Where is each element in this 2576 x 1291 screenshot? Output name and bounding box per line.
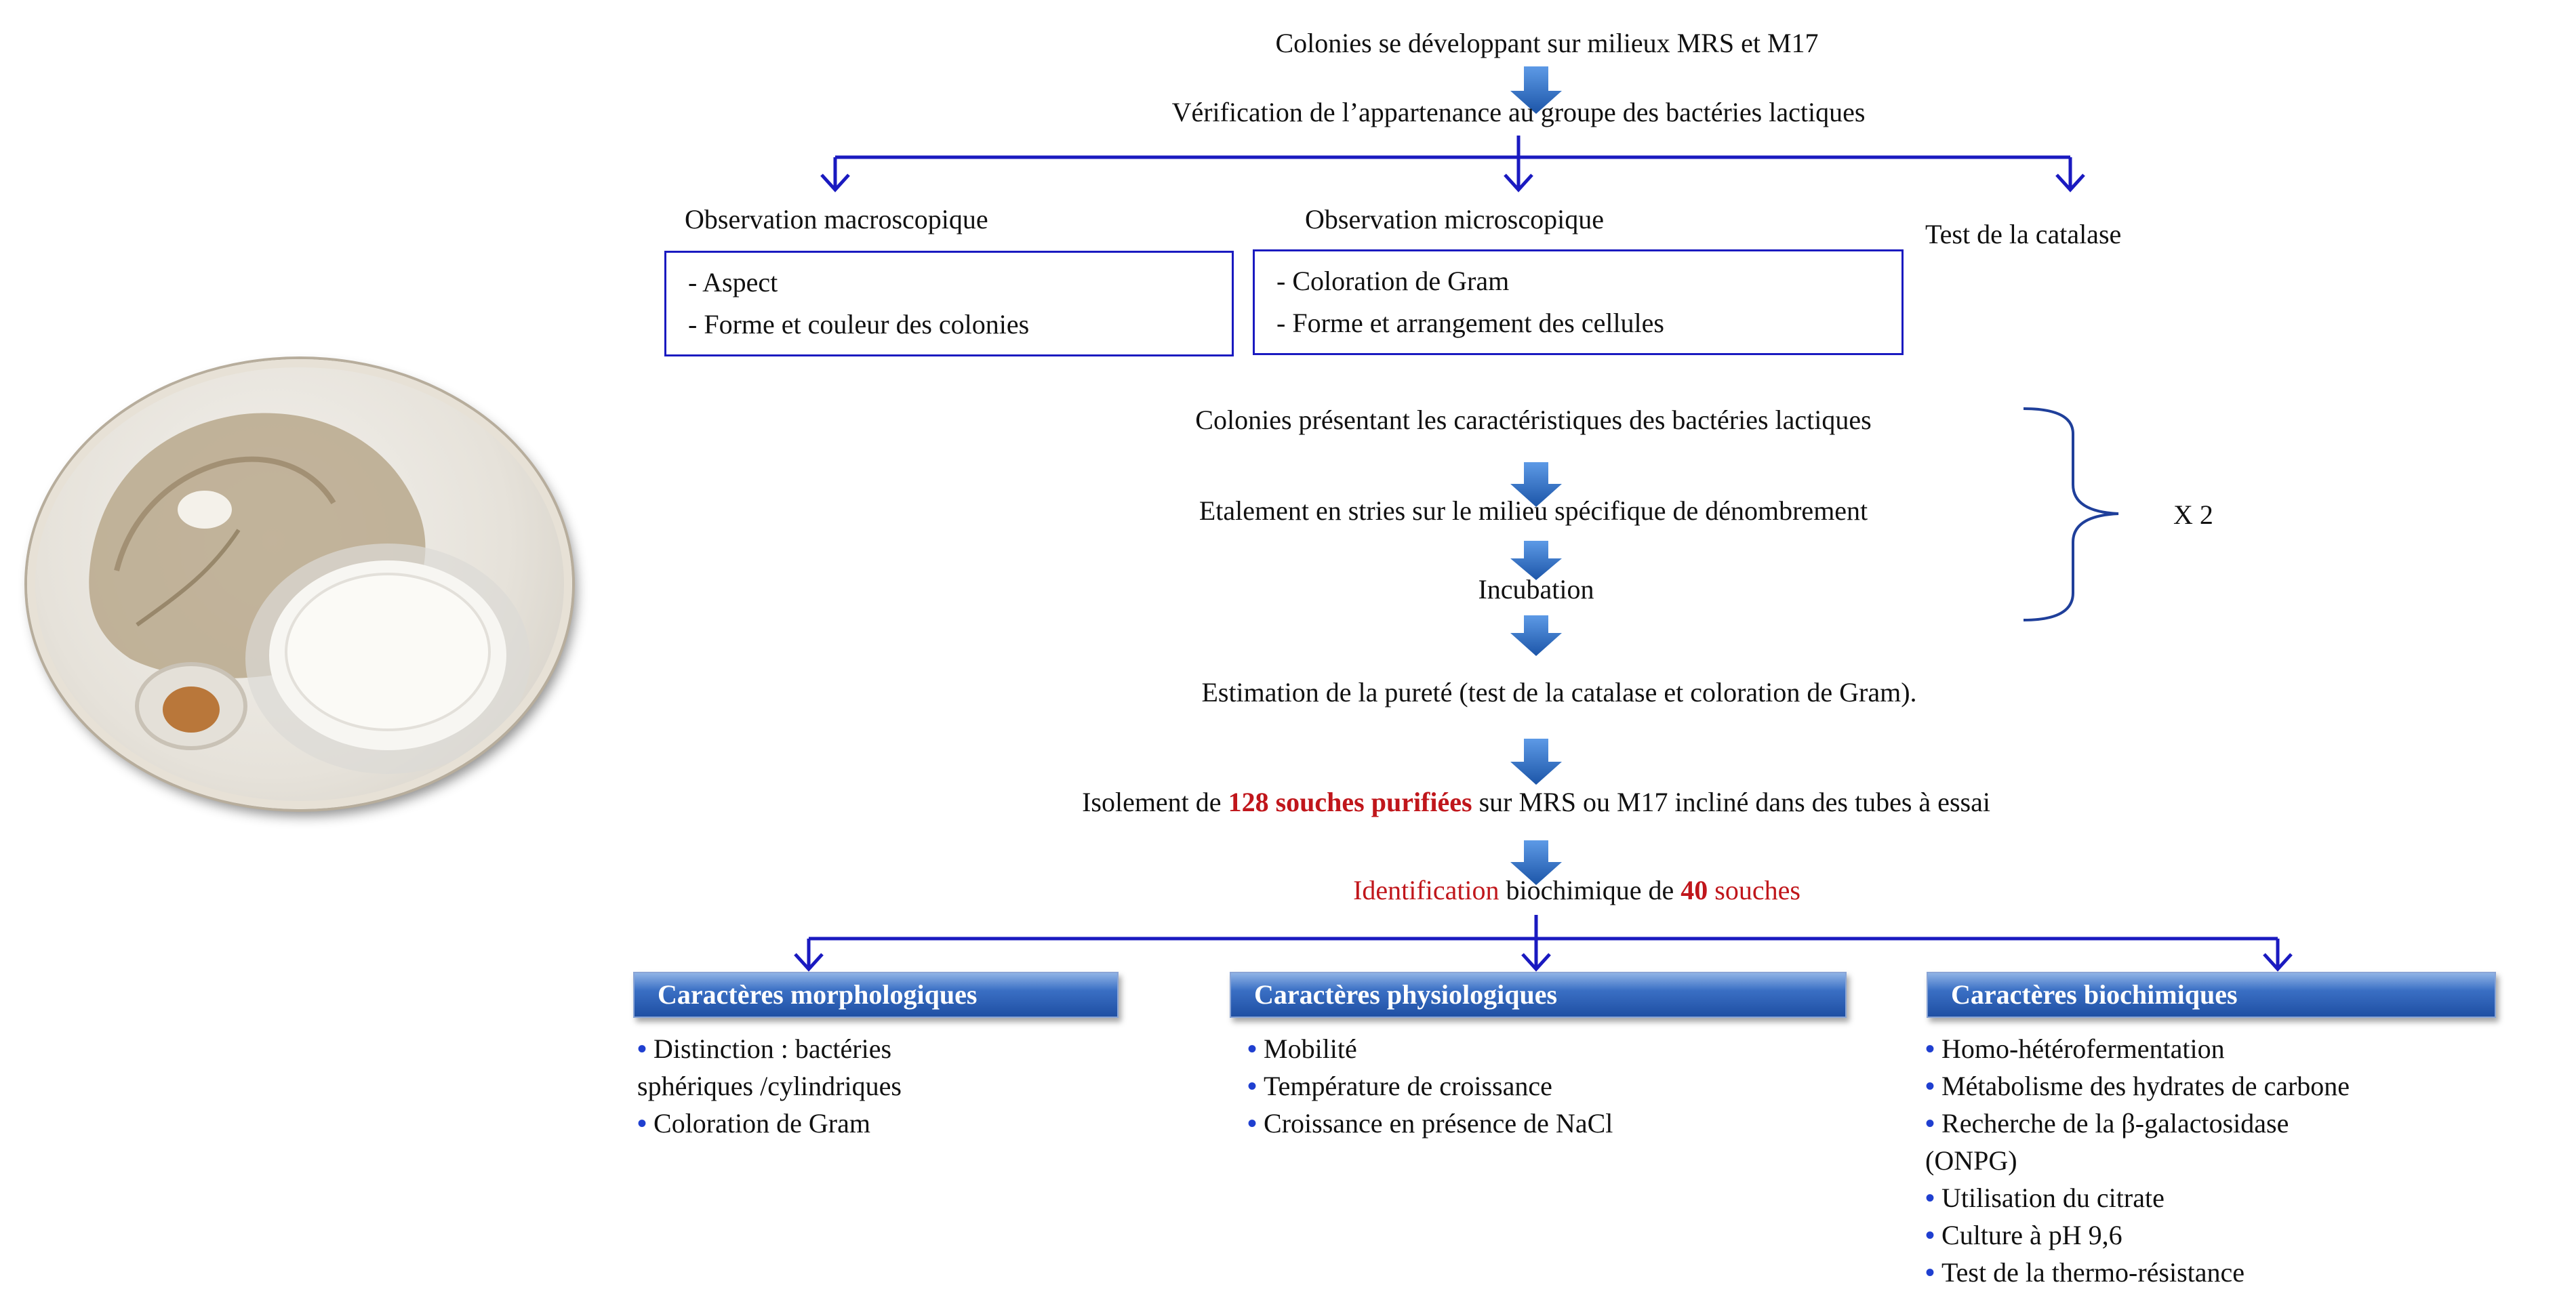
block-arrow-6	[1510, 840, 1562, 885]
top-branch-connector	[820, 136, 2085, 192]
bullet-icon: •	[1925, 1220, 1935, 1250]
step-identification: Identification biochimique de 40 souches	[1353, 874, 1800, 907]
bullet-icon: •	[637, 1033, 647, 1064]
identification-middle: biochimique de	[1499, 875, 1681, 905]
list-item: •Température de croissance	[1247, 1071, 1552, 1101]
bullet-icon: •	[1925, 1033, 1935, 1064]
bullet-icon: •	[1925, 1071, 1935, 1101]
identification-word: Identification	[1353, 875, 1500, 905]
isolation-highlight: 128 souches purifiées	[1228, 787, 1472, 817]
micro-item: - Forme et arrangement des cellules	[1276, 308, 1664, 338]
list-item: •Métabolisme des hydrates de carbone	[1925, 1071, 2350, 1101]
bullet-icon: •	[1925, 1108, 1935, 1139]
cheese-photo-drawing	[89, 413, 530, 774]
repeat-label: X 2	[2173, 499, 2213, 530]
list-item: •Utilisation du citrate	[1925, 1183, 2165, 1213]
block-arrow-2	[1510, 462, 1562, 507]
list-item: •Mobilité	[1247, 1033, 1357, 1064]
step-purity-estimation: Estimation de la pureté (test de la cata…	[1201, 677, 1917, 708]
list-item: •Croissance en présence de NaCl	[1247, 1108, 1613, 1139]
bullet-icon: •	[1247, 1108, 1257, 1139]
list-item: •Homo-hétérofermentation	[1925, 1033, 2225, 1064]
list-item: •Culture à pH 9,6	[1925, 1220, 2122, 1250]
identification-s: s	[1708, 875, 1725, 905]
list-biochemical: •Homo-hétérofermentation •Métabolisme de…	[1925, 1030, 2350, 1291]
cheese-photo	[27, 359, 572, 809]
block-arrow-3	[1510, 541, 1562, 580]
step-verification: Vérification de l’appartenance au groupe…	[1171, 97, 1866, 127]
list-item: sphériques /cylindriques	[637, 1071, 902, 1101]
step-lactic-characteristics: Colonies présentant les caractéristiques…	[1195, 405, 1872, 435]
micro-observation-box: - Coloration de Gram - Forme et arrangem…	[1253, 249, 1904, 355]
list-item: •Recherche de la β-galactosidase	[1925, 1108, 2289, 1139]
block-arrow-5	[1510, 739, 1562, 785]
banner-morphological: Caractères morphologiques	[633, 972, 1119, 1018]
isolation-prefix: Isolement de	[1082, 787, 1228, 817]
macro-item: - Aspect	[688, 267, 778, 298]
catalase-test-title: Test de la catalase	[1925, 219, 2122, 249]
bullet-icon: •	[1247, 1033, 1257, 1064]
macro-item: - Forme et couleur des colonies	[688, 309, 1030, 340]
identification-end: ouches	[1725, 875, 1800, 905]
list-item: •Test de la thermo-résistance	[1925, 1257, 2245, 1288]
step-isolation: Isolement de 128 souches purifiées sur M…	[1082, 786, 1990, 819]
bullet-icon: •	[1925, 1257, 1935, 1288]
list-morphological: •Distinction : bactéries sphériques /cyl…	[637, 1030, 902, 1142]
micro-observation-title: Observation microscopique	[1305, 204, 1604, 234]
bullet-icon: •	[1925, 1183, 1935, 1213]
micro-item: - Coloration de Gram	[1276, 266, 1510, 296]
list-item: (ONPG)	[1925, 1145, 2017, 1176]
identification-number: 40	[1681, 875, 1708, 905]
step-incubation: Incubation	[1478, 574, 1594, 604]
isolation-suffix: sur MRS ou M17 incliné dans des tubes à …	[1472, 787, 1990, 817]
bullet-icon: •	[1247, 1071, 1257, 1101]
banner-physiological: Caractères physiologiques	[1230, 972, 1847, 1018]
repeat-brace	[2023, 407, 2119, 621]
list-item: •Distinction : bactéries	[637, 1033, 892, 1064]
step-streaking: Etalement en stries sur le milieu spécif…	[1199, 495, 1868, 526]
bullet-icon: •	[637, 1108, 647, 1139]
list-physiological: •Mobilité •Température de croissance •Cr…	[1247, 1030, 1613, 1142]
macro-observation-title: Observation macroscopique	[685, 204, 988, 234]
banner-biochemical: Caractères biochimiques	[1927, 972, 2496, 1018]
macro-observation-box: - Aspect - Forme et couleur des colonies	[664, 251, 1234, 356]
list-item: •Coloration de Gram	[637, 1108, 870, 1139]
block-arrow-1	[1510, 66, 1562, 114]
block-arrow-4	[1510, 615, 1562, 656]
bottom-branch-connector	[794, 915, 2293, 972]
step-colonies-growth: Colonies se développant sur milieux MRS …	[1275, 28, 1819, 58]
